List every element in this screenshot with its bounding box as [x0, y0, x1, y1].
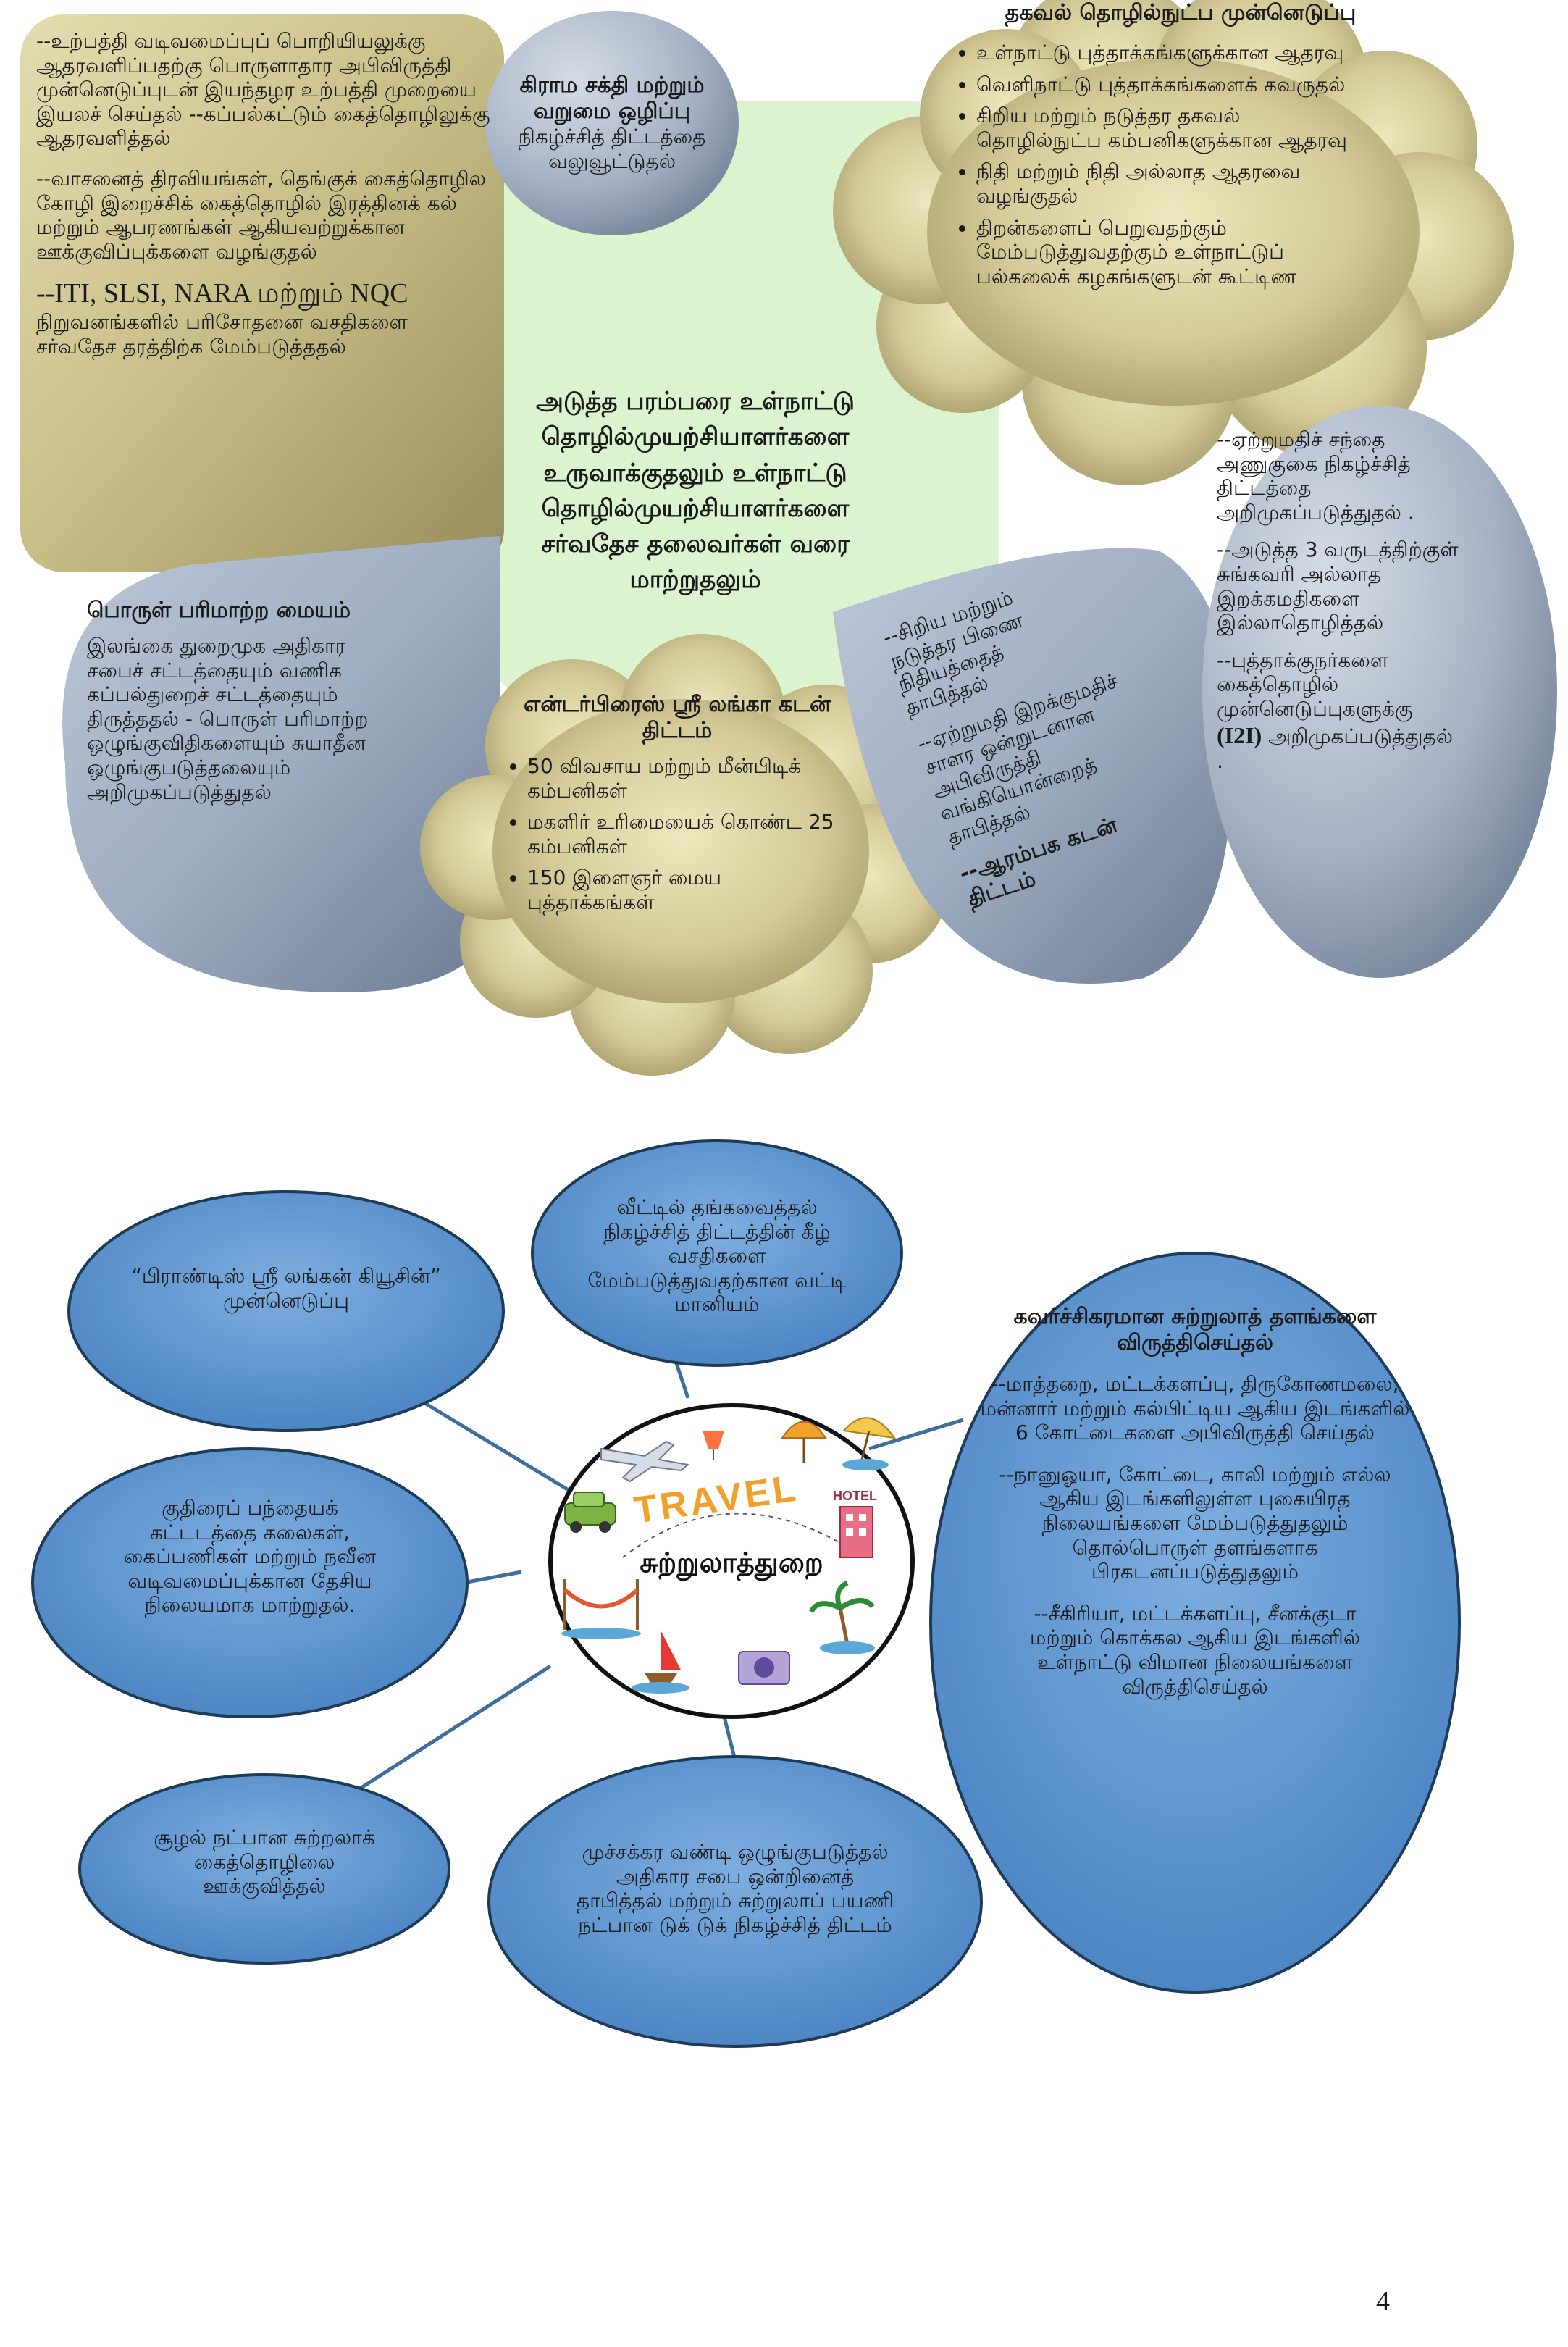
brandy-oval: “பிராண்டிஸ் ஸ்ரீ லங்கன் கியூசின்” முன்னெ…	[127, 1264, 445, 1313]
car-icon	[564, 1492, 616, 1533]
home-text: வீட்டில் தங்கவைத்தல் நிகழ்ச்சித் திட்டத்…	[587, 1195, 847, 1317]
it-cloud-bg	[833, 0, 1514, 485]
tuk-oval: முச்சக்கர வண்டி ஒழுங்குபடுத்தல் அதிகார ச…	[572, 1840, 898, 1937]
it-item: நிதி மற்றும் நிதி அல்லாத ஆதரவை வழங்குதல்	[976, 159, 1362, 208]
umbrella-icon	[781, 1421, 827, 1463]
sailboat-icon	[632, 1630, 689, 1694]
attract-p3: --சீகிரியா, மட்டக்களப்பு, சீனக்குடா மற்ற…	[1029, 1601, 1361, 1699]
topleft-box-bg	[20, 14, 504, 572]
attract-p1: --மாத்தறை, மட்டக்களப்பு, திருகோணமலை, மன்…	[980, 1372, 1410, 1445]
hammock-icon	[561, 1579, 641, 1639]
it-title: தகவல் தொழில்நுட்ப முன்னெடுப்பு	[1005, 0, 1357, 25]
tuk-text: முச்சக்கர வண்டி ஒழுங்குபடுத்தல் அதிகார ச…	[576, 1840, 894, 1937]
topleft-p1: --உற்பத்தி வடிவமைப்புப் பொறியியலுக்கு ஆத…	[36, 29, 490, 151]
horse-text: குதிரைப் பந்தையக் கட்டடத்தை கலைகள், கைப்…	[123, 1496, 377, 1618]
camera-icon	[738, 1651, 790, 1685]
attract-oval-bg	[929, 1252, 1461, 1994]
drinks-icon	[703, 1431, 724, 1460]
grama-body: நிகழ்ச்சித் திட்டத்தை வலுவூட்டுதல்	[518, 125, 706, 173]
it-item: உள்நாட்டு புத்தாக்கங்களுக்கான ஆதரவு	[976, 41, 1362, 65]
tourism-center-circle	[548, 1403, 915, 1719]
eco-oval: சூழல் நட்பான சுற்றலாக் கைத்தொழிலை ஊக்குவ…	[152, 1825, 377, 1899]
tourism-center-label: சுற்றுலாத்துறை	[640, 1547, 823, 1578]
exchange-shape-bg	[62, 536, 500, 992]
exchange-body: இலங்கை துறைமுக அதிகார சபைச் சட்டத்தையும்…	[87, 634, 369, 804]
grama-oval: கிராம சக்தி மற்றும் வறுமை ஒழிப்பு நிகழ்ச…	[507, 72, 717, 173]
home-oval: வீட்டில் தங்கவைத்தல் நிகழ்ச்சித் திட்டத்…	[579, 1195, 855, 1317]
it-item: வெளிநாட்டு புத்தாக்கங்களைக் கவருதல்	[976, 72, 1362, 97]
enterprise-item: 50 விவசாய மற்றும் மீன்பிடிக் கம்பனிகள்	[527, 754, 847, 803]
hotel-icon	[839, 1506, 873, 1558]
page-number: 4	[1376, 2286, 1390, 2317]
attract-p2: --நானுஓயா, கோட்டை, காலி மற்றும் எல்ல ஆகி…	[999, 1462, 1391, 1584]
it-cloud: தகவல் தொழில்நுட்ப முன்னெடுப்பு உள்நாட்டு…	[956, 0, 1362, 296]
right-oval-p3c: அறிமுகப்படுத்துதல் .	[1217, 724, 1453, 773]
grama-title: கிராம சக்தி மற்றும் வறுமை ஒழிப்பு	[519, 72, 705, 124]
right-oval-p3b: (I2I)	[1217, 721, 1262, 748]
it-item: சிறிய மற்றும் நடுத்தர தகவல் தொழில்நுட்ப …	[976, 104, 1362, 152]
eco-text: சூழல் நட்பான சுற்றலாக் கைத்தொழிலை ஊக்குவ…	[154, 1825, 375, 1899]
brandy-text: “பிராண்டிஸ் ஸ்ரீ லங்கன் கியூசின்” முன்னெ…	[131, 1264, 441, 1313]
topleft-p2: --வாசனைத் திரவியங்கள், தெங்குக் கைத்தொழி…	[36, 166, 486, 264]
right-oval-p3a: --புத்தாக்குநர்களை கைத்தொழில் முன்னெடுப்…	[1217, 648, 1413, 721]
right-oval-p1: --ஏற்றுமதிச் சந்தை அணுகுகை நிகழ்ச்சித் த…	[1217, 427, 1414, 524]
beach-umbrella-icon	[842, 1417, 897, 1470]
horse-oval: குதிரைப் பந்தையக் கட்டடத்தை கலைகள், கைப்…	[109, 1496, 391, 1618]
enterprise-item: 150 இளைஞர் மைய புத்தாக்கங்கள்	[527, 866, 847, 914]
right-oval-p2: --அடுத்த 3 வருடத்திற்குள் சுங்கவரி அல்லா…	[1217, 537, 1459, 635]
enterprise-cloud-bg	[420, 634, 949, 1076]
topleft-p3a: --ITI, SLSI, NARA மற்றும் NQC	[36, 278, 408, 309]
right-oval-bg	[1202, 406, 1557, 978]
home-oval-bg	[531, 1139, 903, 1367]
enterprise-cloud: என்டர்பிரைஸ் ஸ்ரீ லங்கா கடன் திட்டம் 50 …	[507, 692, 847, 922]
topleft-p3b: நிறுவனங்களில் பரிசோதனை வசதிகளை சர்வதேச த…	[36, 310, 408, 359]
hotel-word: HOTEL	[833, 1489, 877, 1503]
brandy-oval-bg	[67, 1190, 505, 1432]
enterprise-list: 50 விவசாய மற்றும் மீன்பிடிக் கம்பனிகள் ம…	[507, 754, 847, 915]
enterprise-item: மகளிர் உரிமையைக் கொண்ட 25 கம்பனிகள்	[527, 810, 847, 858]
grama-oval-bg	[485, 11, 739, 235]
exchange-title: பொருள் பரிமாற்ற மையம்	[87, 598, 351, 623]
tourism-ovals	[31, 1139, 1461, 2048]
horse-oval-bg	[31, 1447, 469, 1718]
it-list: உள்நாட்டு புத்தாக்கங்களுக்கான ஆதரவு வெளி…	[956, 41, 1362, 288]
tuk-oval-bg	[487, 1755, 983, 2048]
palm-tree-icon	[808, 1580, 875, 1654]
eco-oval-bg	[78, 1773, 450, 1965]
center-goal: அடுத்த பரம்பரை உள்நாட்டு தொழில்முயற்சியா…	[500, 384, 891, 598]
exchange-shape: பொருள் பரிமாற்ற மையம் இலங்கை துறைமுக அதி…	[87, 598, 427, 804]
attract-title: கவர்ச்சிகரமான சுற்றுலாத் தளங்களை விருத்த…	[1013, 1304, 1377, 1355]
airplane-icon	[600, 1440, 690, 1483]
enterprise-title: என்டர்பிரைஸ் ஸ்ரீ லங்கா கடன் திட்டம்	[523, 692, 831, 743]
center-goal-text: அடுத்த பரம்பரை உள்நாட்டு தொழில்முயற்சியா…	[536, 387, 855, 595]
it-item: திறன்களைப் பெறுவதற்கும் மேம்படுத்துவதற்க…	[976, 216, 1362, 289]
sme-shape-bg	[833, 548, 1233, 984]
flight-path-icon	[622, 1513, 841, 1558]
right-oval-p3: --புத்தாக்குநர்களை கைத்தொழில் முன்னெடுப்…	[1217, 648, 1463, 774]
topleft-box: --உற்பத்தி வடிவமைப்புப் பொறியியலுக்கு ஆத…	[36, 29, 492, 569]
attract-oval: கவர்ச்சிகரமான சுற்றுலாத் தளங்களை விருத்த…	[978, 1304, 1412, 1699]
right-oval: --ஏற்றுமதிச் சந்தை அணுகுகை நிகழ்ச்சித் த…	[1217, 427, 1463, 774]
